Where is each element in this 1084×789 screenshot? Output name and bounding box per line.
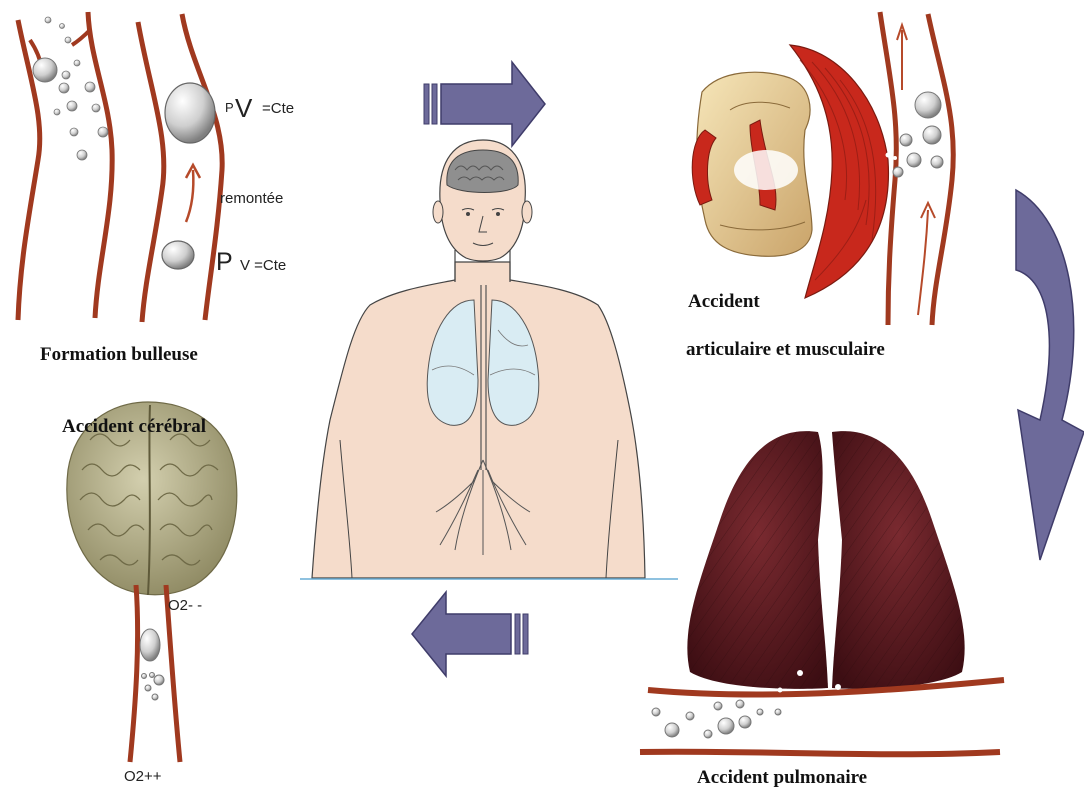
vessel-wall: [640, 752, 1000, 755]
torso: [312, 262, 645, 578]
bubble-cluster: [140, 629, 164, 700]
large-bubble: [165, 83, 215, 143]
curved-arrow-down: [1016, 190, 1084, 560]
small-bubble: [162, 241, 194, 269]
pv-bottom-p: P: [216, 248, 233, 276]
vessel-wall: [88, 12, 112, 318]
knee-cartilage: [734, 150, 798, 190]
arrow-left: [412, 592, 528, 676]
flow-arrow: [897, 25, 907, 90]
pv-bottom-cte: V =Cte: [240, 257, 286, 274]
head-brain: [447, 150, 518, 193]
formation-bulleuse-label: Formation bulleuse: [40, 344, 198, 365]
accident-articulaire-label-2: articulaire et musculaire: [686, 339, 885, 360]
vessel-wall: [928, 14, 953, 325]
human-body-figure: [300, 140, 678, 579]
arrow-right: [424, 62, 545, 146]
vessel-branch: [72, 30, 90, 45]
o2-plus-label: O2++: [124, 768, 162, 785]
pv-top-v: V: [235, 93, 253, 123]
pv-top-cte: =Cte: [262, 100, 294, 117]
accident-articulaire-label-1: Accident: [688, 291, 760, 312]
o2-minus-label: O2- -: [168, 597, 202, 614]
cerebral-panel: Accident cérébral O2- - O2++: [62, 402, 237, 785]
accident-cerebral-label: Accident cérébral: [62, 416, 206, 437]
pulmonary-panel: Accident pulmonaire: [640, 431, 1004, 788]
remontee-label: remontée: [220, 190, 283, 207]
accident-pulmonaire-label: Accident pulmonaire: [697, 767, 867, 788]
vessel-wall: [138, 22, 164, 322]
pv-top-p: P: [225, 100, 234, 115]
articular-muscular-panel: Accident articulaire et musculaire: [686, 12, 953, 360]
formation-bulleuse-panel: P V =Cte remontée P V =Cte Formation bul…: [18, 12, 294, 365]
bubble-cluster: [33, 17, 108, 160]
vessel-wall: [130, 585, 138, 762]
